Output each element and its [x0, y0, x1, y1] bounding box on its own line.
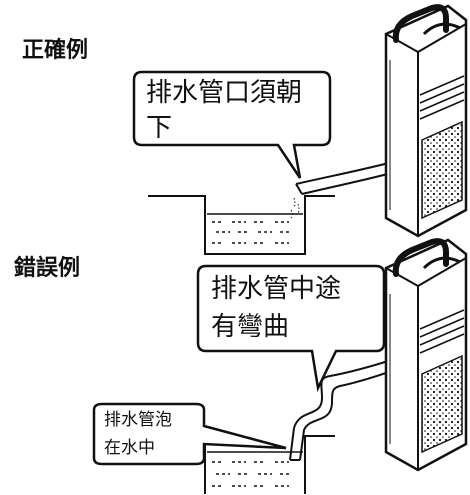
wrong-example	[92, 238, 468, 494]
dehumidifier-icon	[384, 4, 468, 238]
water-basin-icon	[207, 213, 303, 244]
wrong-submerged-callout-line2: 在水中	[104, 438, 155, 458]
correct-callout-line2: 下	[146, 113, 173, 143]
wrong-title: 錯誤例	[14, 256, 81, 281]
ground-line-top	[148, 195, 335, 255]
callout-balloon-correct	[132, 70, 332, 179]
wrong-bend-callout-line1: 排水管中途	[211, 274, 342, 304]
wrong-bend-callout-line2: 有彎曲	[211, 312, 290, 342]
correct-callout-line1: 排水管口須朝	[146, 78, 303, 108]
wrong-submerged-callout-line1: 排水管泡	[104, 410, 172, 430]
water-basin-icon	[207, 451, 303, 487]
dehumidifier-icon	[384, 238, 468, 472]
callout-balloon-bend	[196, 264, 386, 393]
correct-title: 正確例	[22, 38, 89, 63]
callout-balloon-submerged	[92, 402, 287, 466]
correct-example	[132, 4, 468, 255]
